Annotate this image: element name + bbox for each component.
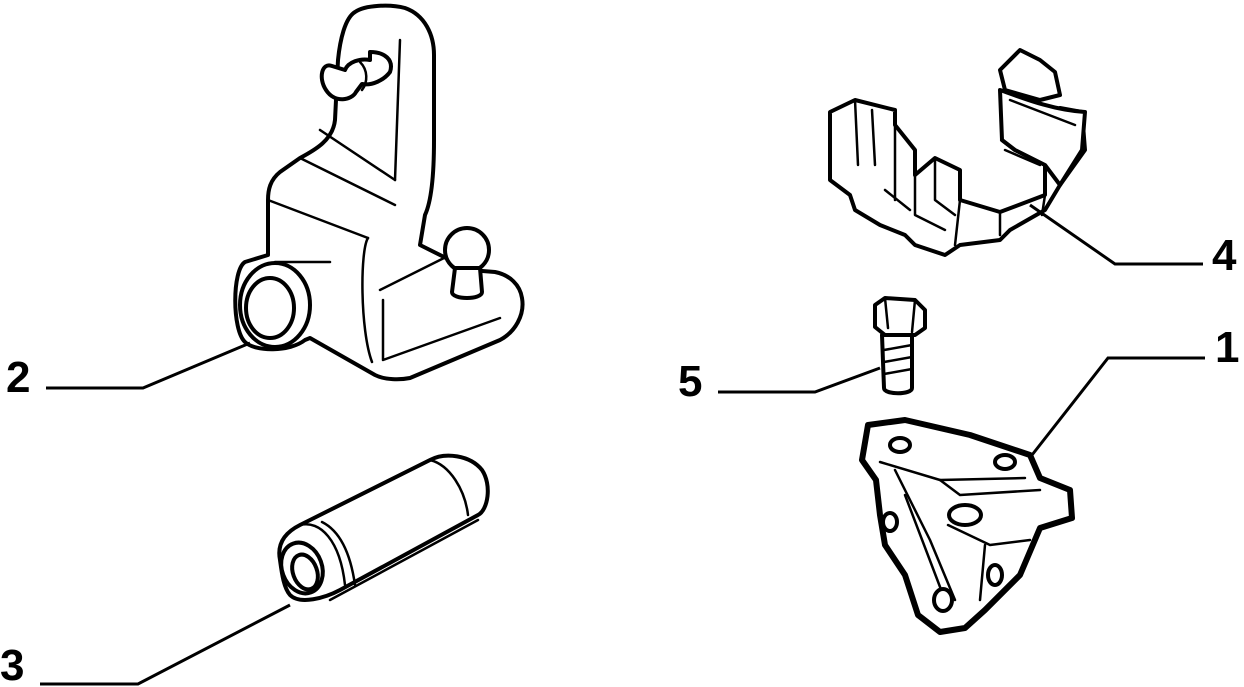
callout-1: 1 — [1030, 323, 1239, 456]
part-3-bushing-sleeve — [277, 453, 490, 602]
leader-line-4 — [1029, 203, 1203, 266]
part-5-bolt — [873, 296, 927, 396]
callout-label-2: 2 — [6, 353, 30, 402]
callout-label-4: 4 — [1212, 231, 1237, 280]
callout-5: 5 — [678, 357, 881, 406]
callout-label-3: 3 — [0, 641, 24, 687]
part-4-clamp-holder — [828, 48, 1087, 257]
part-1-mounting-bracket — [859, 417, 1075, 635]
leader-line-2 — [46, 341, 251, 390]
callout-2: 2 — [6, 341, 251, 402]
leader-line-1 — [1030, 356, 1205, 456]
callout-label-5: 5 — [678, 357, 702, 406]
leader-line-5 — [718, 366, 881, 394]
callout-4: 4 — [1029, 203, 1237, 280]
callout-3: 3 — [0, 603, 291, 687]
part-2-lever-bracket — [233, 3, 525, 382]
callout-label-1: 1 — [1215, 323, 1239, 372]
leader-line-3 — [40, 603, 291, 686]
